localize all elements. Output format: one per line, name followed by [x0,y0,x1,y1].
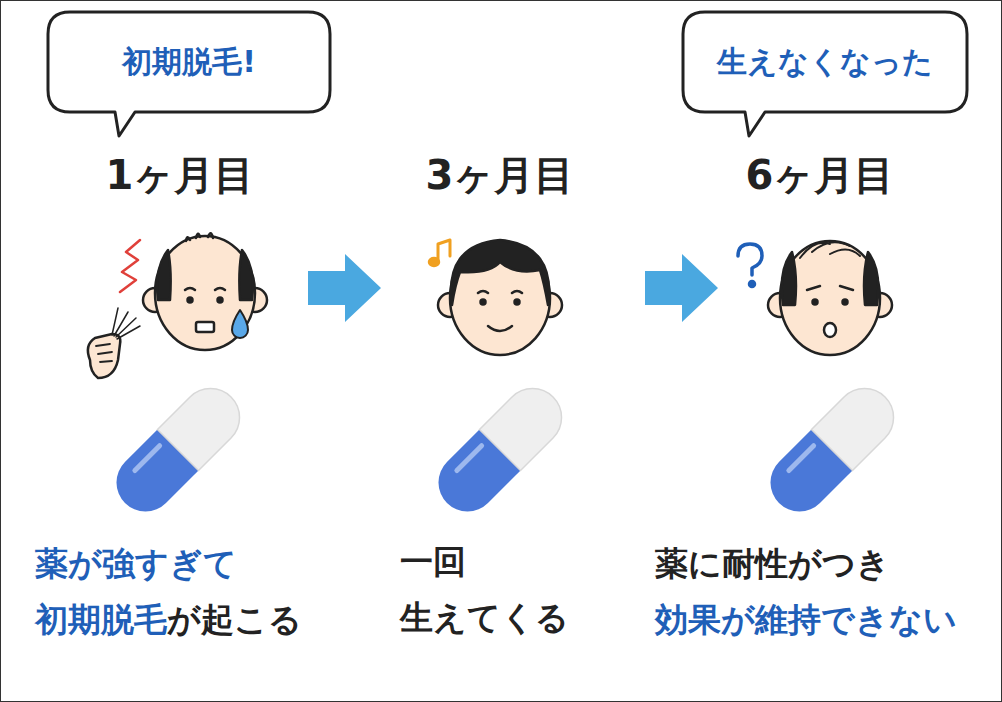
capsule-icon [104,376,251,523]
bubble-outline [683,12,967,136]
face-thinning [738,241,892,355]
face-balding [88,233,267,378]
caption-text: 効果が維持できない [655,598,957,643]
caption-text: 一回 生えてくる [400,534,585,646]
month-heading: 1ヶ月目 [106,148,255,203]
arrow-icon [308,254,381,322]
bubble-text: 初期脱毛! [122,42,256,83]
capsule-icon [426,376,573,523]
capsule-icon [758,376,905,523]
arrow-icon [645,254,718,322]
caption-text: 薬に耐性がつき [655,542,890,587]
caption-text: が起こる [167,598,302,643]
month-heading: 6ヶ月目 [746,148,895,203]
bubble-text: 生えなくなった [717,42,933,83]
speech-bubble: 生えなくなった [683,12,967,112]
bubble-outline [48,12,330,136]
caption-text: 薬が強すぎて [35,542,237,587]
speech-bubble: 初期脱毛! [48,12,330,112]
month-heading: 3ヶ月目 [426,148,575,203]
caption-text: 初期脱毛 [35,598,167,643]
face-full-hair [429,240,562,355]
